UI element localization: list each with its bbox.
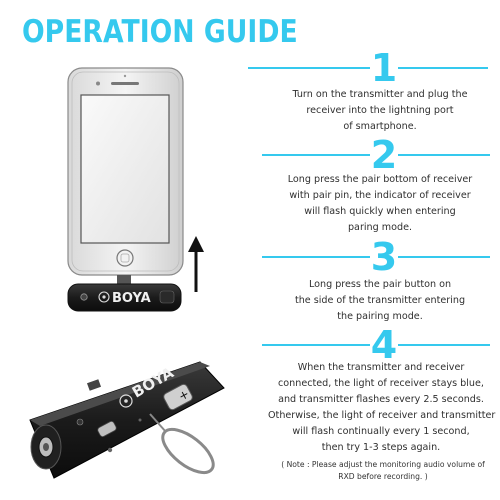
insert-arrow-icon <box>188 236 204 292</box>
step-2-line: with pair pin, the indicator of receiver <box>289 190 471 201</box>
step-2-line: Long press the pair bottom of receiver <box>287 174 473 185</box>
step-3-line: the pairing mode. <box>337 311 423 322</box>
step-1-text: Turn on the transmitter and plug the rec… <box>270 87 490 135</box>
note-line: ( Note : Please adjust the monitoring au… <box>281 460 485 469</box>
step-1-line: receiver into the lightning port <box>306 105 454 116</box>
step-4-line-left <box>262 344 370 346</box>
step-2-line-left <box>262 154 370 156</box>
receiver-brand-text: BOYA <box>112 291 151 306</box>
step-3-number: 3 <box>370 235 398 279</box>
step-3-text: Long press the pair button on the side o… <box>270 277 490 325</box>
pair-pin <box>149 413 215 475</box>
step-3-line-left <box>262 256 370 258</box>
note-text: ( Note : Please adjust the monitoring au… <box>270 459 496 483</box>
step-1-line-left <box>248 67 370 69</box>
step-4-line-right <box>398 344 490 346</box>
step-3-line-right <box>398 256 490 258</box>
step-4-line: will flash continually every 1 second, <box>292 426 470 437</box>
smartphone <box>67 67 184 276</box>
step-4-line: and transmitter flashes every 2.5 second… <box>278 394 484 405</box>
step-4-number: 4 <box>370 323 398 367</box>
page-title: OPERATION GUIDE <box>22 14 298 50</box>
step-2-line: will flash quickly when entering <box>304 206 456 217</box>
step-4-line: Otherwise, the light of receiver and tra… <box>268 410 496 421</box>
step-2-line: paring mode. <box>347 222 413 233</box>
step-4-line: connected, the light of receiver stays b… <box>278 378 484 389</box>
step-4-text: When the transmitter and receiver connec… <box>268 360 496 456</box>
note-line: RXD before recording. ) <box>338 472 428 481</box>
step-2-number: 2 <box>370 133 398 177</box>
step-1-line: Turn on the transmitter and plug the <box>292 89 468 100</box>
step-4-line: then try 1-3 steps again. <box>321 442 441 453</box>
step-3-line: Long press the pair button on <box>308 279 452 290</box>
step-1-line: of smartphone. <box>343 121 417 132</box>
step-1-number: 1 <box>370 46 398 90</box>
step-3-line: the side of the transmitter entering <box>294 295 466 306</box>
step-4-line: When the transmitter and receiver <box>297 362 465 373</box>
device-illustration: BOYA BOYA + <box>29 67 225 479</box>
transmitter: BOYA + <box>29 361 225 479</box>
receiver: BOYA <box>67 275 182 312</box>
step-2-line-right <box>398 154 490 156</box>
step-2-text: Long press the pair bottom of receiver w… <box>270 172 490 236</box>
step-1-line-right <box>398 67 488 69</box>
